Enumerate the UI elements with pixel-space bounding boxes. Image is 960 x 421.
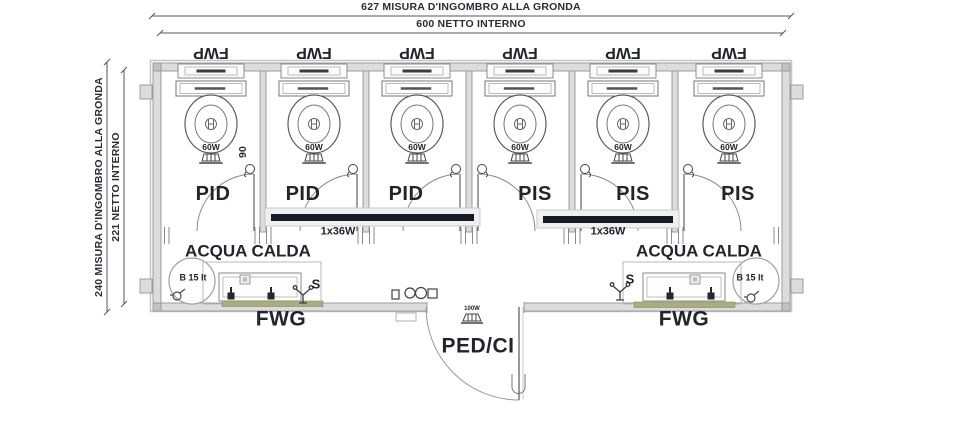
lifting-lug: [139, 278, 153, 294]
entrance-lamp-label: 100W: [464, 306, 480, 312]
entrance-lamp-icon: [461, 313, 483, 324]
entrance-label: PED/CI: [441, 334, 515, 358]
window-label-3: FWP: [399, 44, 435, 61]
lifting-lug: [790, 278, 804, 294]
stall-lamp-label-3: 60W: [408, 141, 426, 152]
switch-label-left: S: [311, 276, 321, 292]
entrance-door: [391, 286, 526, 401]
room-label-5: PIS: [616, 183, 650, 205]
corner-post: [781, 62, 791, 72]
window-label-5: FWP: [605, 44, 641, 61]
hot-water-label-right: ACQUA CALDA: [636, 241, 762, 261]
electrical-outlet-symbols: [391, 286, 438, 300]
light-label-right: 1x36W: [590, 225, 626, 238]
lifting-lug: [139, 84, 153, 100]
hot-water-label-left: ACQUA CALDA: [185, 241, 311, 261]
shelf-strip: [633, 301, 736, 308]
stall-lamp-label-5: 60W: [614, 141, 632, 152]
stall-lamp-label-2: 60W: [305, 141, 323, 152]
room-label-2: PID: [285, 183, 321, 205]
stall-partitions: [164, 70, 779, 245]
boiler-label-right: B 15 lt: [736, 272, 764, 283]
fluorescent-bar-left: [271, 214, 474, 221]
stall-lamp-label-1: 60W: [202, 141, 220, 152]
window-label-1: FWP: [193, 44, 229, 61]
lifting-lug: [790, 84, 804, 100]
washbasin-label-left: FWG: [255, 307, 307, 331]
room-label-4: PIS: [518, 183, 552, 205]
room-label-3: PID: [388, 183, 424, 205]
dim-stall-width-label: 90: [236, 145, 249, 159]
stall-lamp-label-6: 60W: [720, 141, 738, 152]
washbasin-unit-right: [609, 257, 780, 308]
room-label-1: PID: [195, 183, 231, 205]
corner-post: [781, 302, 791, 312]
switch-label-right: S: [625, 271, 635, 287]
dim-top-outer-label: 627 MISURA D'INGOMBRO ALLA GRONDA: [361, 0, 581, 13]
room-label-6: PIS: [721, 183, 755, 205]
door-handle: [511, 374, 526, 394]
shelf-strip: [221, 300, 324, 307]
light-label-left: 1x36W: [320, 225, 356, 238]
light-fixtures: [264, 207, 680, 229]
window-label-6: FWP: [711, 44, 747, 61]
corner-post: [152, 62, 162, 72]
dim-side-inner-label: 221 NETTO INTERNO: [109, 132, 122, 242]
boiler-icon: [732, 257, 780, 305]
window-label-2: FWP: [296, 44, 332, 61]
dim-side-outer-label: 240 MISURA D'INGOMBRO ALLA GRONDA: [92, 77, 105, 297]
washbasin-label-right: FWG: [658, 307, 710, 331]
fluorescent-bar-right: [543, 216, 673, 223]
dim-top-inner-label: 600 NETTO INTERNO: [416, 17, 526, 30]
stall-lamp-label-4: 60W: [511, 141, 529, 152]
corner-post: [152, 302, 162, 312]
window-label-4: FWP: [502, 44, 538, 61]
boiler-label-left: B 15 lt: [179, 272, 207, 283]
washbasin-unit-left: [168, 257, 324, 307]
